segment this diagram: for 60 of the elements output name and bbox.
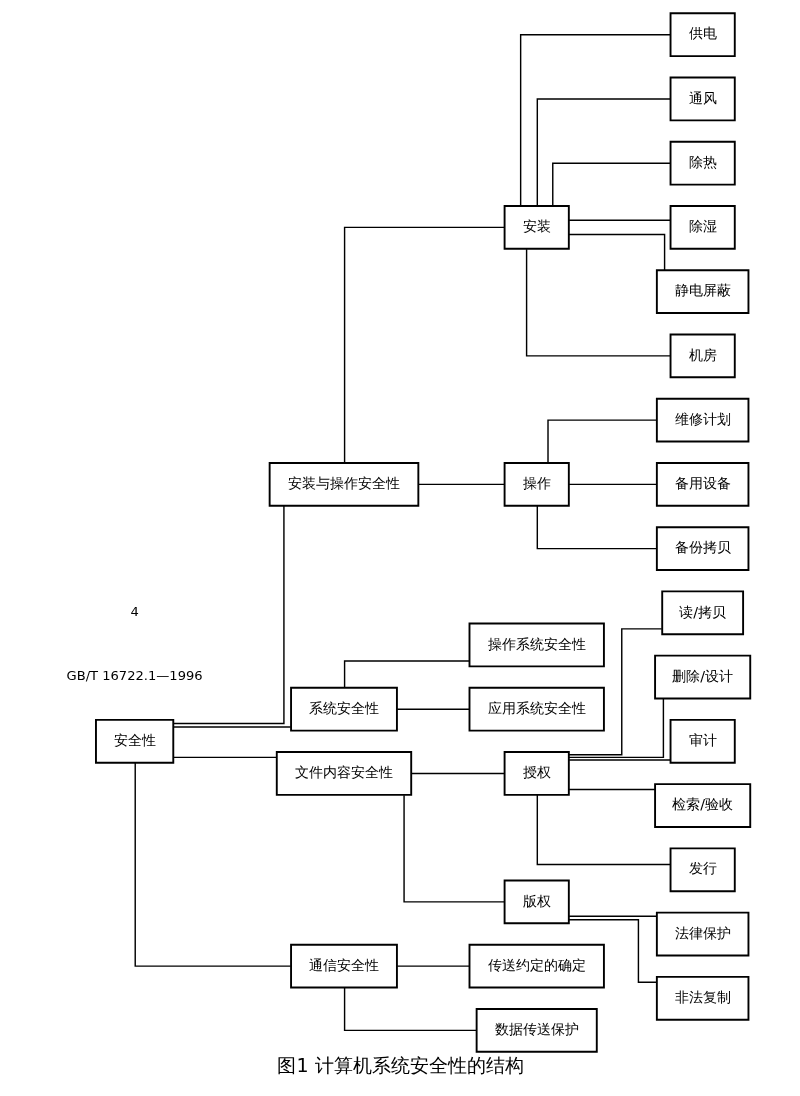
connector [567,697,664,759]
connector [410,772,505,775]
node-box: 除热 [669,140,736,186]
connector [525,248,671,357]
node-box: 通风 [669,76,736,122]
connector [567,219,671,221]
node-box: 操作 [503,462,570,507]
node-box: 供电 [669,12,736,58]
connector [172,726,291,728]
node-box: 发行 [669,847,736,893]
connector [519,33,671,207]
node-box: 非法复制 [655,975,749,1021]
node-box: 维修计划 [655,397,749,443]
label: GB/T 16722.1—1996 [66,668,203,684]
connector [134,762,291,967]
connector [567,233,665,271]
connector [567,759,671,761]
node-box: 机房 [669,333,736,379]
connector [172,756,277,759]
connector [567,919,657,983]
node-box: 法律保护 [655,911,749,957]
node-box: 备份拷贝 [655,526,749,571]
connector [172,505,285,725]
node-box: 安装与操作安全性 [268,462,419,507]
connector [546,419,657,464]
node-box: 应用系统安全性 [468,686,605,732]
connector [395,708,470,710]
node-box: 版权 [503,879,570,925]
node-box: 授权 [503,751,570,796]
node-box: 通信安全性 [289,943,398,989]
node-box: 操作系统安全性 [468,622,605,668]
node-box: 安装 [503,205,570,250]
node-box: 除湿 [669,205,736,250]
connector [343,226,505,464]
connector [567,915,658,917]
node-box: 审计 [669,718,736,764]
label: 4 [129,604,139,620]
connector [395,965,470,967]
node-box: 静电屏蔽 [655,269,749,314]
connector [536,505,657,550]
node-box: 系统安全性 [289,686,398,732]
connector [343,660,470,689]
node-box: 文件内容安全性 [275,751,412,796]
node-box: 删除/设计 [653,654,751,700]
node-box: 数据传送保护 [475,1008,598,1053]
connector [343,987,477,1032]
connector [402,794,505,903]
connector [551,162,671,207]
node-box: 检索/验收 [653,783,751,828]
node-box: 备用设备 [655,462,749,507]
caption: 图1 计算机系统安全性的结构 [276,1053,524,1076]
connector [536,794,671,866]
connector [417,483,505,486]
connector [536,98,671,207]
node-box: 传送约定的确定 [468,943,605,989]
connector [567,788,656,791]
connector [567,628,662,756]
node-box: 读/拷贝 [660,590,744,636]
node-box: 安全性 [94,718,174,764]
connector [567,483,658,486]
